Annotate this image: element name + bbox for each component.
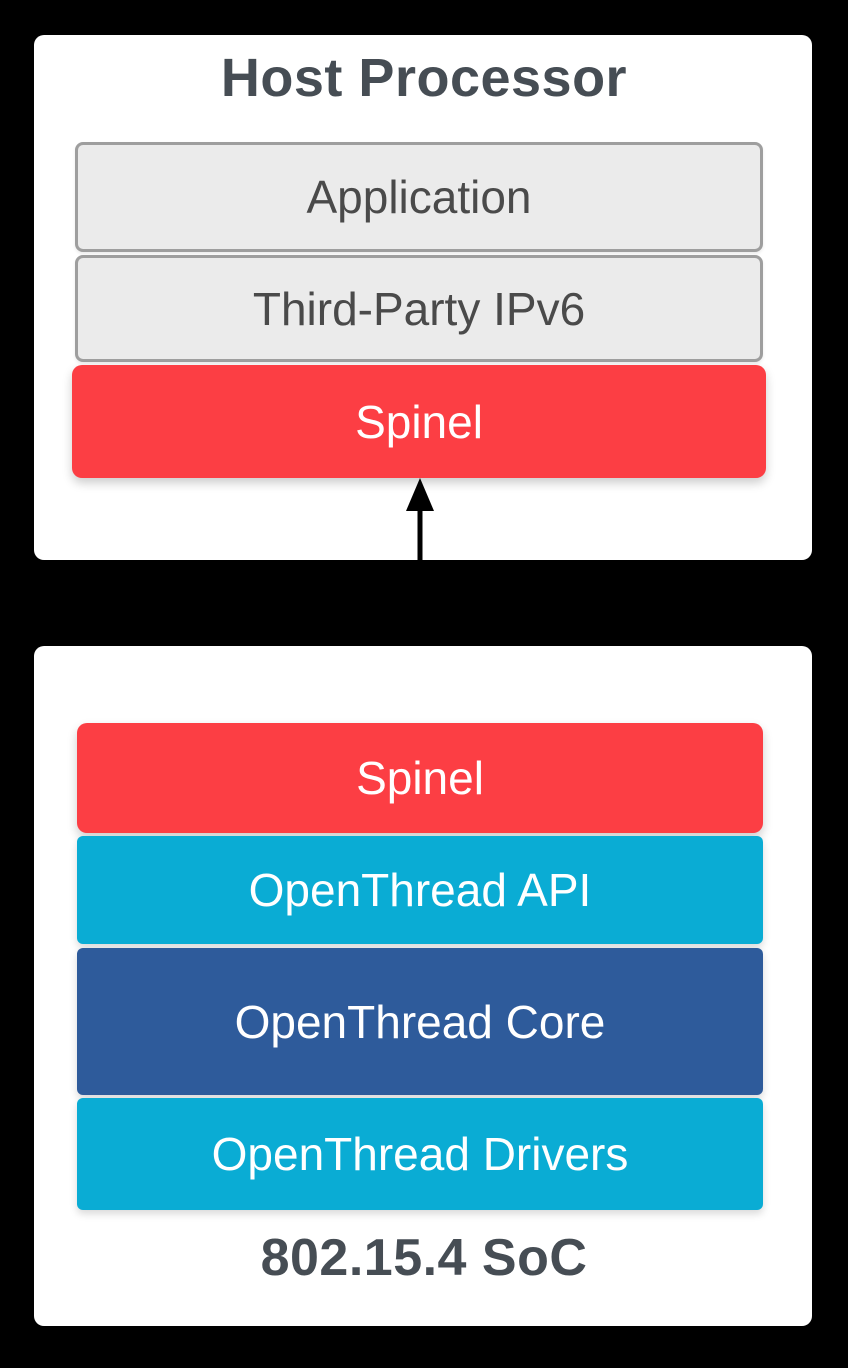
layer-spinel-soc: Spinel — [77, 723, 763, 833]
layer-third-party-ipv6-label: Third-Party IPv6 — [252, 282, 586, 335]
layer-spinel-host: Spinel — [72, 365, 766, 478]
layer-openthread-drivers-label: OpenThread Drivers — [211, 1128, 629, 1180]
soc-title: 802.15.4 SoC — [260, 1229, 588, 1287]
layer-openthread-api-label: OpenThread API — [248, 864, 592, 916]
layer-spinel-soc-label: Spinel — [356, 752, 484, 804]
host-processor-title: Host Processor — [220, 48, 628, 108]
layer-application-label: Application — [306, 171, 532, 223]
layer-spinel-host-label: Spinel — [355, 395, 483, 448]
layer-openthread-core-label: OpenThread Core — [234, 995, 606, 1048]
layer-openthread-api: OpenThread API — [77, 836, 763, 944]
layer-third-party-ipv6: Third-Party IPv6 — [75, 255, 763, 362]
layer-application: Application — [75, 142, 763, 252]
layer-openthread-core: OpenThread Core — [77, 948, 763, 1095]
layer-openthread-drivers: OpenThread Drivers — [77, 1098, 763, 1210]
